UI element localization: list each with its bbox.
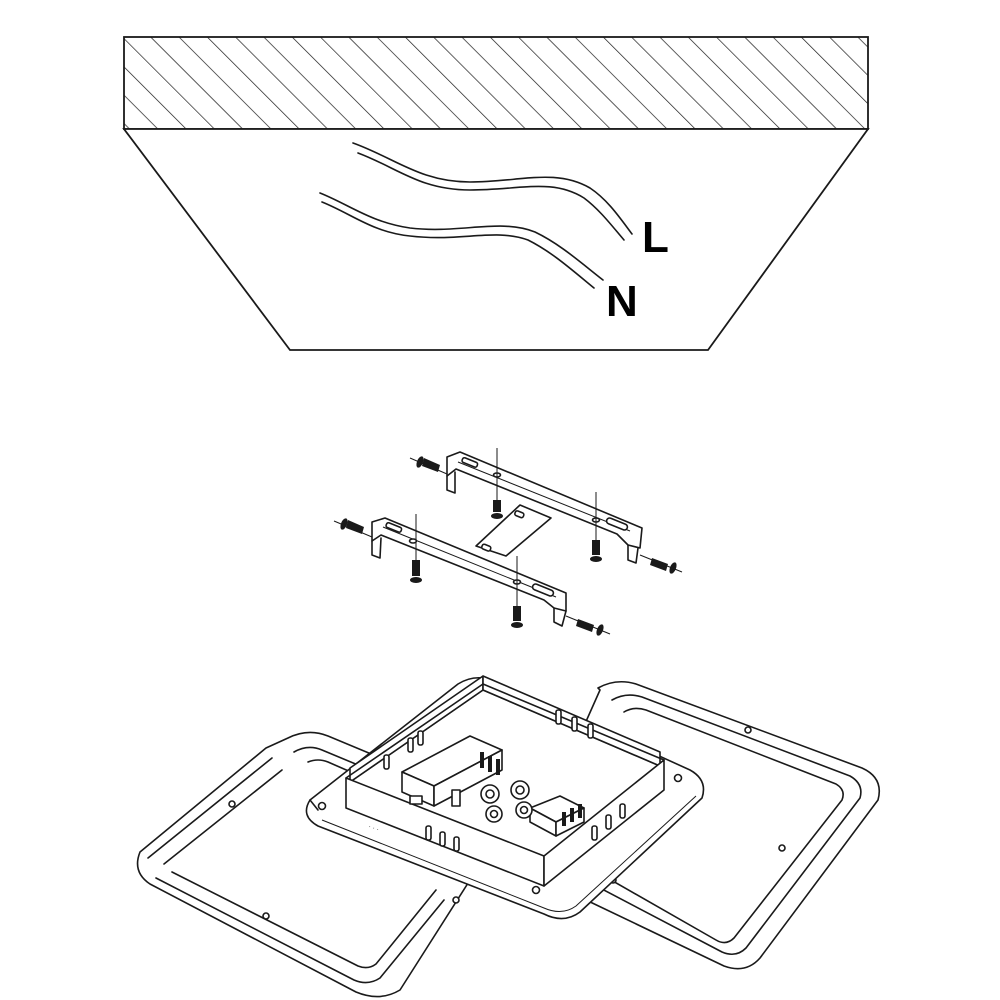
neutral-wire-label: N (606, 277, 638, 326)
live-wire-label: L (642, 213, 669, 262)
cross-plate (475, 504, 552, 557)
lamp-fixture: · · · (136, 675, 881, 998)
mounting-bracket-front (371, 517, 567, 627)
ceiling: L N (122, 36, 870, 351)
side-screw-1 (409, 456, 448, 475)
cable-grommets (480, 780, 533, 823)
vertical-screw-4 (511, 556, 523, 628)
led-driver (401, 735, 503, 807)
terminal-block (529, 795, 585, 837)
vertical-screw-1 (491, 448, 503, 519)
ceiling-slab (123, 36, 869, 130)
vertical-screw-2 (590, 492, 602, 562)
vent-slots-back-right (555, 709, 594, 739)
ceiling-recess (122, 128, 870, 351)
vertical-screw-3 (410, 514, 422, 583)
neutral-wire (319, 192, 604, 289)
vent-slots-back-left (383, 730, 424, 770)
fixture-marking: · · · (367, 823, 380, 833)
live-wire (352, 142, 633, 241)
mounting-bracket-back (446, 451, 643, 564)
vent-slots-front-left (425, 825, 460, 852)
vent-slots-front-right (591, 803, 626, 841)
mounting-bracket-assembly (333, 448, 683, 636)
side-screw-4 (565, 615, 611, 636)
side-screw-2 (333, 518, 373, 538)
side-screw-3 (639, 554, 683, 574)
